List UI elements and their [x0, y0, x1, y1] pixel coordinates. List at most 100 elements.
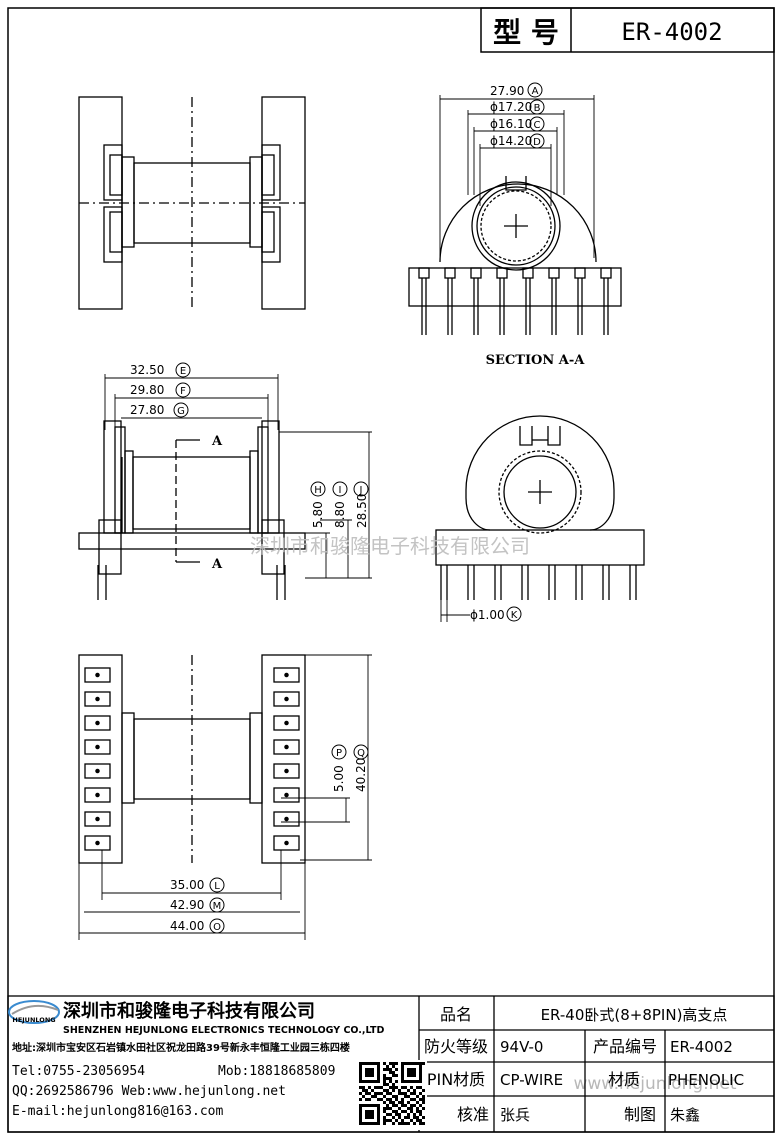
pin-hole [284, 672, 289, 678]
qr-module [371, 1113, 374, 1116]
qr-module [389, 1098, 392, 1101]
qr-module [392, 1104, 395, 1107]
qr-module [398, 1101, 401, 1104]
qr-module [365, 1089, 368, 1092]
qr-module [365, 1092, 368, 1095]
dim-circle-C: C [529, 116, 545, 132]
qr-module [365, 1071, 368, 1074]
dim-circle-B: B [529, 99, 545, 115]
qr-module [422, 1122, 425, 1125]
qr-module [359, 1062, 362, 1065]
product-code-value: ER-4002 [670, 1038, 733, 1056]
pin-slot [418, 267, 430, 279]
pin-hole [284, 744, 289, 750]
qr-module [365, 1104, 368, 1107]
dim-circle-F: F [175, 382, 191, 398]
dim-circle-Q: O [209, 918, 225, 934]
sheet-border [7, 7, 775, 1133]
qr-module [359, 1092, 362, 1095]
qr-module [395, 1113, 398, 1116]
model-value: ER-4002 [621, 18, 722, 46]
qr-module [422, 1062, 425, 1065]
qr-module [401, 1062, 404, 1065]
qr-module [371, 1062, 374, 1065]
qr-module [419, 1071, 422, 1074]
company-tel: Tel:0755-23056954 [12, 1064, 145, 1079]
qr-module [371, 1104, 374, 1107]
qr-module [410, 1068, 413, 1071]
bottom-dimensions [78, 654, 372, 940]
fire-rating-label: 防火等级 [424, 1037, 488, 1056]
qr-module [383, 1101, 386, 1104]
qr-module [365, 1074, 368, 1077]
qr-module [401, 1122, 404, 1125]
qr-module [368, 1116, 371, 1119]
dim-C-value: ϕ16.10 [490, 117, 532, 131]
dim-F-value: 29.80 [130, 383, 164, 397]
qr-module [383, 1107, 386, 1110]
qr-module [362, 1122, 365, 1125]
qr-module [407, 1095, 410, 1098]
checker-label: 核准 [457, 1105, 489, 1124]
qr-module [395, 1119, 398, 1122]
qr-module [359, 1068, 362, 1071]
qr-module [359, 1116, 362, 1119]
qr-module [410, 1062, 413, 1065]
qr-module [404, 1086, 407, 1089]
qr-module [404, 1092, 407, 1095]
qr-module [368, 1092, 371, 1095]
qr-module [362, 1095, 365, 1098]
qr-module [422, 1101, 425, 1104]
qr-module [401, 1080, 404, 1083]
company-name-cn: 深圳市和骏隆电子科技有限公司 [63, 1000, 315, 1022]
qr-module [371, 1080, 374, 1083]
qr-module [383, 1068, 386, 1071]
qr-module [377, 1119, 380, 1122]
qr-module [413, 1098, 416, 1101]
qr-module [419, 1077, 422, 1080]
qr-module [374, 1086, 377, 1089]
qr-module [362, 1089, 365, 1092]
qr-module [377, 1086, 380, 1089]
product-name-label: 品名 [440, 1005, 472, 1024]
qr-module [368, 1113, 371, 1116]
qr-module [383, 1089, 386, 1092]
qr-module [422, 1095, 425, 1098]
qr-module [389, 1113, 392, 1116]
qr-module [422, 1107, 425, 1110]
qr-code [357, 1060, 427, 1130]
qr-module [410, 1098, 413, 1101]
qr-module [419, 1080, 422, 1083]
qr-module [386, 1065, 389, 1068]
qr-module [395, 1086, 398, 1089]
qr-module [422, 1116, 425, 1119]
qr-module [383, 1119, 386, 1122]
qr-module [386, 1098, 389, 1101]
qr-module [407, 1074, 410, 1077]
qr-module [413, 1122, 416, 1125]
qr-module [401, 1086, 404, 1089]
qr-module [371, 1110, 374, 1113]
qr-module [368, 1110, 371, 1113]
dim-H-value: 5.80 [311, 501, 325, 528]
svg-text:A: A [532, 86, 539, 97]
qr-module [416, 1080, 419, 1083]
qr-module [407, 1089, 410, 1092]
qr-module [395, 1068, 398, 1071]
svg-text:M: M [213, 901, 222, 912]
qr-module [398, 1107, 401, 1110]
company-name-en: SHENZHEN HEJUNLONG ELECTRONICS TECHNOLOG… [63, 1025, 384, 1036]
qr-module [413, 1062, 416, 1065]
qr-module [365, 1116, 368, 1119]
qr-module [368, 1086, 371, 1089]
drawer-label: 制图 [624, 1105, 656, 1124]
qr-module [386, 1068, 389, 1071]
pin-slot [84, 739, 111, 755]
qr-module [398, 1122, 401, 1125]
qr-module [395, 1110, 398, 1113]
qr-module [377, 1062, 380, 1065]
qr-module [371, 1116, 374, 1119]
qr-module [377, 1113, 380, 1116]
qr-module [416, 1107, 419, 1110]
qr-module [377, 1104, 380, 1107]
